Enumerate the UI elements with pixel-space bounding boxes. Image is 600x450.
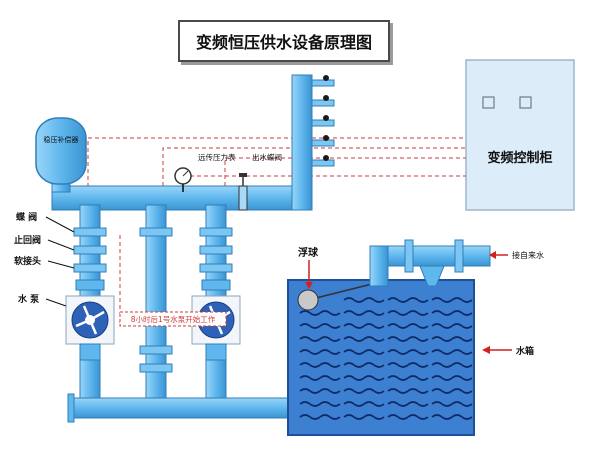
branch-valve-icons — [323, 75, 329, 161]
float-ball-label: 浮球 — [298, 246, 319, 259]
wave-line — [299, 388, 341, 394]
wave-line — [431, 297, 473, 303]
wave-line — [431, 414, 473, 420]
wave-line — [387, 388, 429, 394]
wave-line — [387, 323, 429, 329]
wave-line — [431, 388, 473, 394]
outlet-valve-icon — [238, 185, 248, 211]
inlet-strainer-icon — [419, 265, 445, 287]
cabinet-indicator-left — [482, 96, 495, 109]
wave-line — [343, 401, 385, 407]
pressure-tank-icon — [35, 117, 87, 185]
wave-line — [431, 323, 473, 329]
wave-line — [431, 349, 473, 355]
tank-arrow — [482, 346, 490, 354]
wave-line — [343, 414, 385, 420]
wave-line — [343, 310, 385, 316]
suction-flange — [67, 393, 75, 423]
cabinet-label: 变频控制柜 — [487, 150, 552, 166]
wave-line — [431, 336, 473, 342]
pressure-gauge-label: 远传压力表 — [198, 152, 236, 162]
water-tank — [287, 279, 475, 436]
wave-line — [343, 323, 385, 329]
suction-pipe — [71, 397, 291, 419]
tank-label: 水箱 — [516, 345, 534, 357]
float-ball-arrow — [305, 282, 313, 289]
wave-line — [299, 310, 341, 316]
wave-line — [299, 414, 341, 420]
wave-line — [299, 362, 341, 368]
tank-water-waves — [299, 297, 473, 420]
timer-note: 8小时后1号水泵开始工作 — [131, 314, 216, 324]
inlet-label: 接自来水 — [512, 250, 544, 260]
control-cabinet — [465, 59, 575, 211]
wave-line — [343, 349, 385, 355]
cabinet-indicator-right — [519, 96, 532, 109]
wave-line — [387, 375, 429, 381]
pump-column-2 — [139, 204, 173, 406]
flex-joint-label: 软接头 — [14, 255, 41, 267]
wave-line — [431, 375, 473, 381]
wave-line — [299, 375, 341, 381]
float-ball-icon — [297, 289, 319, 311]
wave-line — [343, 375, 385, 381]
wave-line — [299, 323, 341, 329]
timer-note-box — [119, 311, 227, 327]
wave-line — [387, 362, 429, 368]
wave-line — [343, 388, 385, 394]
wave-line — [387, 349, 429, 355]
wave-line — [299, 349, 341, 355]
wave-line — [431, 310, 473, 316]
inlet-arrow — [489, 251, 496, 259]
wave-line — [431, 401, 473, 407]
wave-line — [299, 401, 341, 407]
diagram-title: 变频恒压供水设备原理图 — [178, 20, 390, 62]
wave-line — [299, 336, 341, 342]
wave-line — [387, 414, 429, 420]
pump-1-icon — [65, 295, 115, 361]
riser-pipe — [291, 74, 313, 211]
inlet-valve-icon-2 — [454, 239, 464, 273]
pump-label: 水 泵 — [18, 293, 40, 305]
pump-3-icon — [191, 295, 241, 361]
wave-line — [387, 401, 429, 407]
wave-line — [387, 336, 429, 342]
check-valve-label: 止回阀 — [14, 234, 41, 246]
inlet-pipe-drop — [369, 245, 389, 287]
wave-line — [343, 336, 385, 342]
wave-line — [343, 297, 385, 303]
wave-line — [387, 310, 429, 316]
wave-line — [431, 362, 473, 368]
wave-line — [343, 362, 385, 368]
inlet-valve-icon — [404, 239, 414, 273]
butterfly-valve-label: 蝶 阀 — [16, 211, 37, 223]
outlet-valve-label: 出水蝶阀 — [252, 152, 282, 162]
wave-line — [387, 297, 429, 303]
pressure-tank-label: 稳压补偿器 — [44, 135, 79, 144]
riser-branch-valves — [311, 79, 335, 167]
